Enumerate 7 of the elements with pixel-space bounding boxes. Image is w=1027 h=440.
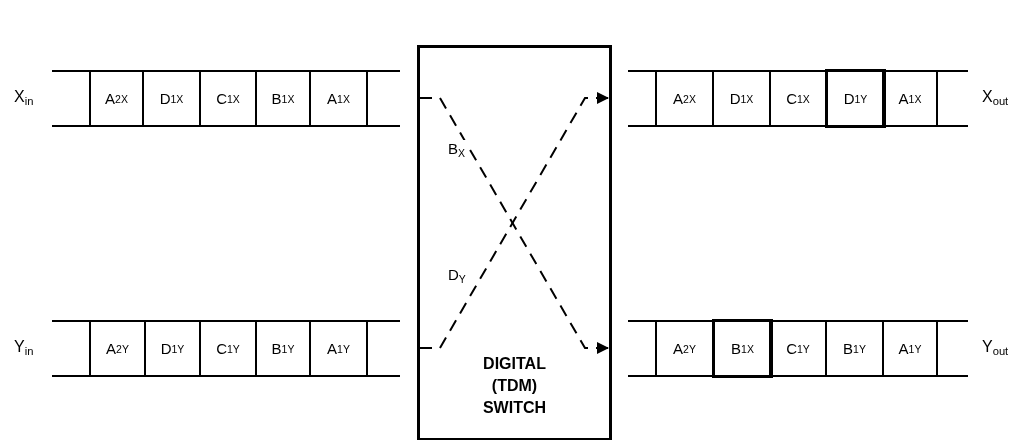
switch-box: [417, 45, 612, 440]
stream-label: Y$_{out}$: [982, 338, 1009, 357]
edge-label: B$_{X}$: [446, 140, 468, 159]
switch-label: DIGITAL (TDM) SWITCH: [481, 354, 548, 418]
stream-label: X$_{in}$: [14, 88, 34, 107]
stream-label: X$_{out}$: [982, 88, 1009, 107]
stream-label: Y$_{in}$: [14, 338, 34, 357]
